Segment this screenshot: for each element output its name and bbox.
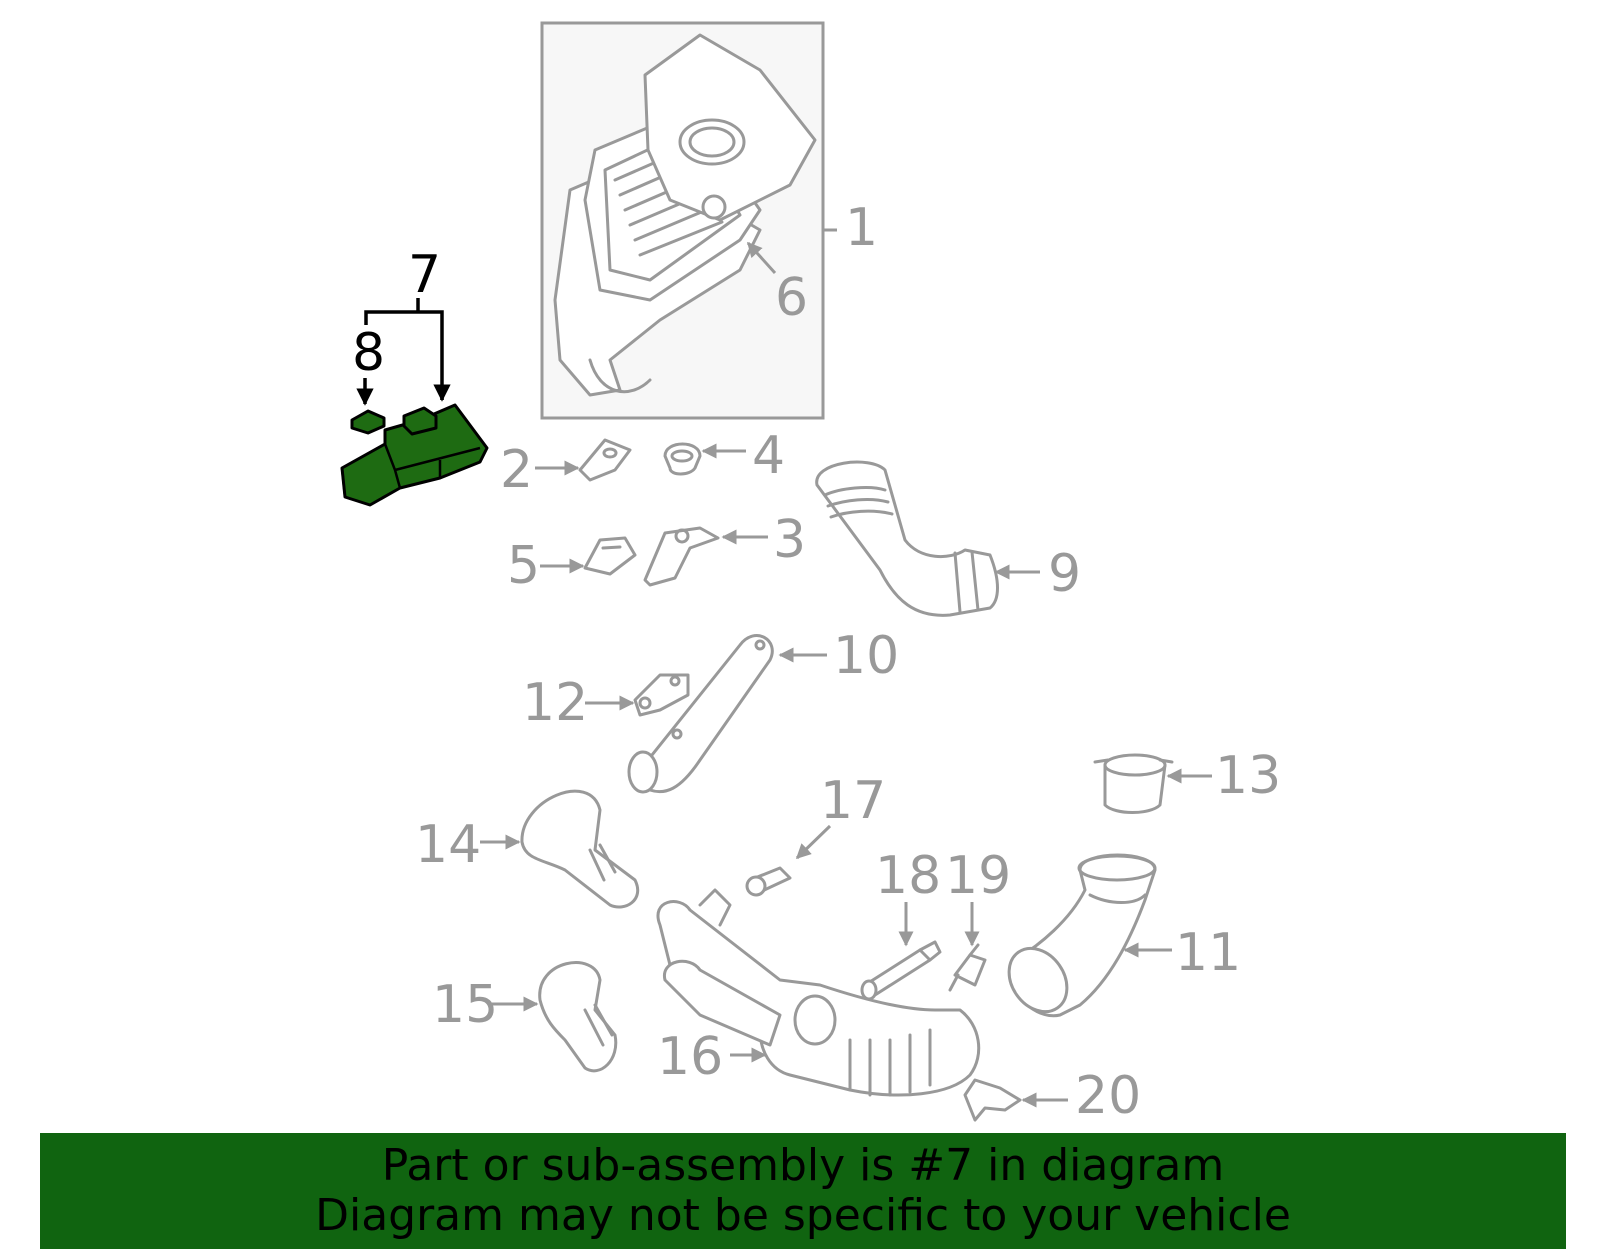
- part-14-elbow-hose: [480, 789, 639, 909]
- banner-line-1: Part or sub-assembly is #7 in diagram: [381, 1140, 1225, 1191]
- banner-line-2: Diagram may not be specific to your vehi…: [315, 1190, 1291, 1241]
- callout-10: 10: [833, 626, 899, 686]
- part-12-bracket: [585, 673, 690, 717]
- callout-2: 2: [500, 440, 533, 500]
- part-20-bracket: [963, 1078, 1068, 1122]
- callout-19: 19: [945, 846, 1011, 906]
- callout-8: 8: [352, 323, 385, 383]
- part-7-8-leaders: [356, 298, 451, 406]
- part-6-leader: [746, 241, 777, 275]
- part-5-mount: [540, 536, 637, 576]
- part-11-elbow-hose: [1007, 853, 1172, 1018]
- callout-9: 9: [1048, 544, 1081, 604]
- part-2-bracket: [535, 438, 632, 482]
- callout-7: 7: [408, 245, 441, 305]
- part-10-intake-pipe: [627, 634, 827, 794]
- part-1-air-cleaner-assembly: [540, 21, 825, 420]
- part-7-intake-duct-highlighted: [340, 403, 489, 507]
- callout-11: 11: [1175, 923, 1241, 983]
- callout-15: 15: [432, 975, 498, 1035]
- callout-12: 12: [522, 673, 588, 733]
- callout-5: 5: [507, 536, 540, 596]
- callout-17: 17: [820, 771, 886, 831]
- part-9-intake-boot: [815, 460, 1040, 617]
- callout-4: 4: [752, 426, 785, 486]
- part-3-bracket: [643, 526, 768, 587]
- callout-3: 3: [773, 510, 806, 570]
- notice-banner: Part or sub-assembly is #7 in diagram Di…: [40, 1133, 1566, 1249]
- part-15-elbow-hose: [492, 961, 618, 1073]
- callout-20: 20: [1075, 1066, 1141, 1126]
- callout-13: 13: [1215, 746, 1281, 806]
- part-17-sensor: [745, 824, 832, 897]
- callout-6: 6: [775, 268, 808, 328]
- callout-16: 16: [657, 1027, 723, 1087]
- part-8-clip-highlighted: [350, 409, 386, 435]
- part-16-intake-pipe: [656, 888, 981, 1097]
- callout-18: 18: [875, 846, 941, 906]
- part-19-sensor: [948, 902, 987, 992]
- callout-1: 1: [845, 198, 878, 258]
- part-13-clamp-ring: [1093, 753, 1212, 814]
- part-18-sensor: [860, 902, 942, 1001]
- callout-14: 14: [415, 815, 481, 875]
- part-4-grommet: [663, 442, 746, 476]
